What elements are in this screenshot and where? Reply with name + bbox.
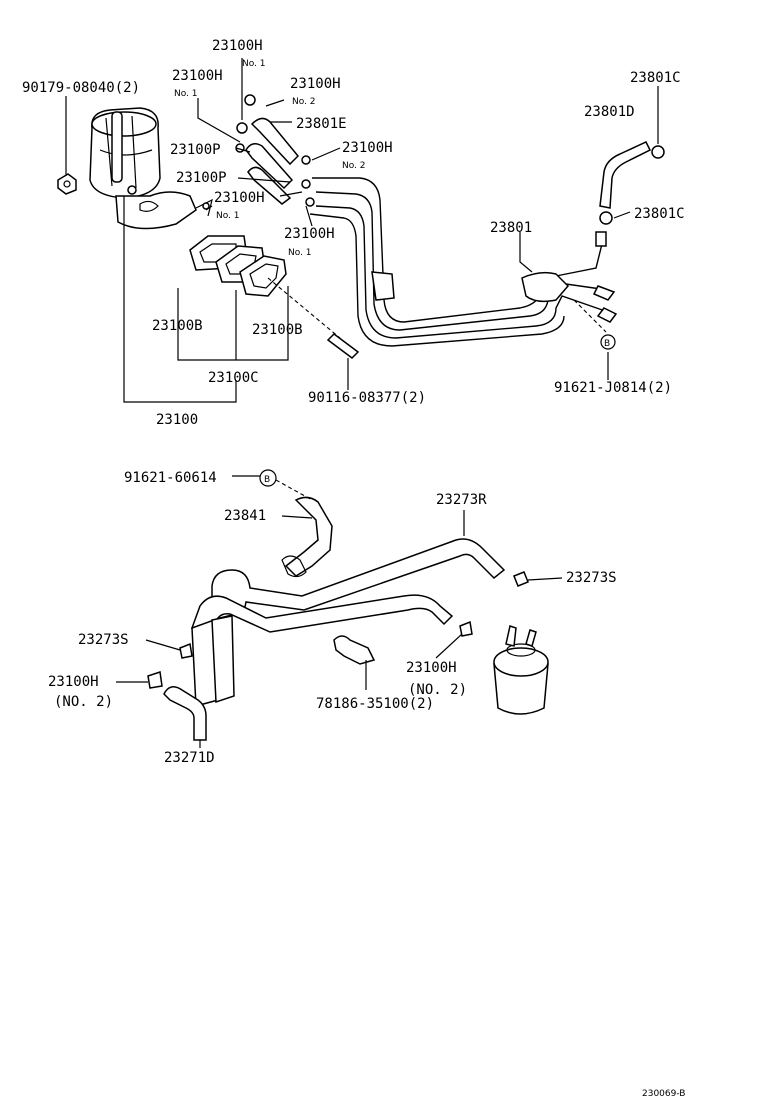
hose-23801D-drawing [599, 141, 665, 225]
gasket-set-drawing [189, 235, 287, 297]
label-23801E: 23801E [296, 116, 347, 132]
hose-23273R-drawing [190, 538, 506, 633]
marker-b-lower [259, 469, 277, 487]
stud-90116-drawing [267, 277, 360, 359]
label-no1-d: No. 1 [216, 211, 240, 221]
label-23100H-b: 23100H [290, 76, 341, 92]
label-23100C: 23100C [208, 370, 259, 386]
label-no1-a: No. 1 [174, 89, 198, 99]
fuel-pump-drawing [89, 107, 213, 230]
label-marker-b-top: B [604, 339, 610, 349]
label-marker-b-low: B [264, 475, 270, 485]
label-90116-08377: 90116-08377(2) [308, 390, 426, 406]
hose-23801E-drawing [245, 117, 300, 205]
figure-code: 230069-B [642, 1089, 685, 1099]
hose-clips-lower-drawing [147, 571, 529, 689]
label-23100P-b: 23100P [176, 170, 227, 186]
label-23801C-top: 23801C [630, 70, 681, 86]
fuel-filter-drawing [493, 625, 549, 715]
label-23273R: 23273R [436, 492, 487, 508]
label-23801D: 23801D [584, 104, 635, 120]
label-78186-35100: 78186-35100(2) [316, 696, 434, 712]
hose-clamps-upper-drawing [202, 94, 315, 210]
label-23100H-a: 23100H [172, 68, 223, 84]
label-23100P-a: 23100P [170, 142, 221, 158]
label-23100B-left: 23100B [152, 318, 203, 334]
lower-leader-lines [116, 475, 563, 748]
label-91621-60614: 91621-60614 [124, 470, 217, 486]
label-23801C-mid: 23801C [634, 206, 685, 222]
bracket-23841-drawing [275, 479, 333, 578]
label-no1-e: No. 1 [288, 248, 312, 258]
label-23271D: 23271D [164, 750, 215, 766]
fuel-pipe-23801-drawing [309, 177, 618, 347]
label-no2-b: No. 2 [292, 97, 316, 107]
label-23841: 23841 [224, 508, 266, 524]
label-23100B-right: 23100B [252, 322, 303, 338]
label-23273S-right: 23273S [566, 570, 617, 586]
label-90179-08040: 90179-08040(2) [22, 80, 140, 96]
label-no2-c: No. 2 [342, 161, 366, 171]
label-23100H-low-right: 23100H [406, 660, 457, 676]
label-91621-J0814: 91621-J0814(2) [554, 380, 672, 396]
clamp-78186-drawing [333, 635, 376, 665]
label-23100H-top: 23100H [212, 38, 263, 54]
label-23801: 23801 [490, 220, 532, 236]
upper-leader-lines [65, 58, 659, 403]
label-23100H-d: 23100H [214, 190, 265, 206]
marker-b-upper [600, 334, 616, 350]
label-23273S-left: 23273S [78, 632, 129, 648]
label-23100H-c: 23100H [342, 140, 393, 156]
label-23100H-e: 23100H [284, 226, 335, 242]
hose-23271D-drawing [163, 615, 235, 741]
label-23100H-low-left: 23100H [48, 674, 99, 690]
nut-90179-drawing [57, 173, 77, 195]
label-no2-low-right: (NO. 2) [408, 682, 467, 698]
label-23100: 23100 [156, 412, 198, 428]
label-no2-low-left: (NO. 2) [54, 694, 113, 710]
label-no1-top: No. 1 [242, 59, 266, 69]
